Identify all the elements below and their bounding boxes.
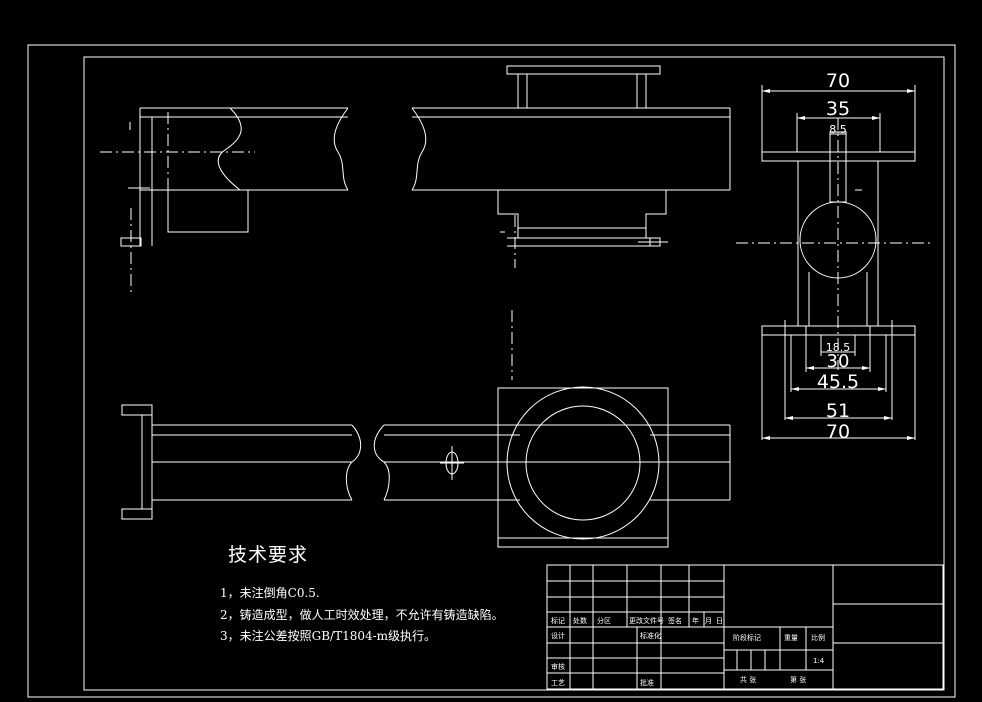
view-top-left	[100, 107, 349, 292]
tb-scale-label: 比例	[811, 633, 825, 642]
tb-process: 工艺	[551, 679, 565, 687]
technical-requirements-title: 技术要求	[228, 544, 309, 566]
tb-design: 设计	[551, 631, 565, 640]
tb-sheet-total: 共 张	[740, 675, 756, 684]
title-block-row-labels: 标记 处数 分区 更改文件号 签名 年 月 日	[551, 616, 723, 625]
tb-scale-value: 1:4	[813, 657, 825, 665]
view-top-middle	[411, 65, 731, 268]
tb-label: 标记	[551, 616, 565, 625]
view-right	[736, 85, 930, 440]
outer-border	[27, 44, 956, 698]
dim-bottom-1: 18.5	[826, 341, 851, 354]
tb-review: 审核	[551, 662, 565, 671]
tb-approve: 批准	[640, 678, 654, 687]
view-bottom	[121, 310, 731, 548]
dim-bottom-3: 45.5	[817, 371, 859, 393]
tb-standardize: 标准化	[640, 631, 661, 640]
tb-sheet-no: 第 张	[790, 675, 806, 684]
tb-weight: 重量	[784, 634, 798, 642]
dim-bottom-5: 70	[826, 421, 850, 443]
dimension-arrows	[762, 89, 915, 440]
tb-label: 月	[705, 617, 712, 625]
dim-bottom-2: 30	[827, 351, 850, 372]
inner-border	[83, 56, 945, 691]
title-block	[546, 564, 944, 690]
technical-requirement-item: 2，铸造成型，做人工时效处理，不允许有铸造缺陷。	[220, 608, 504, 622]
tb-label: 日	[716, 617, 723, 625]
dim-top-inner: 35	[826, 98, 850, 120]
technical-requirement-item: 1，未注倒角C0.5.	[220, 586, 320, 600]
dim-bottom-4: 51	[826, 400, 850, 422]
tb-label: 处数	[573, 616, 587, 625]
technical-requirement-item: 3，未注公差按照GB/T1804-m级执行。	[220, 629, 437, 643]
tb-stage-mark: 阶段标记	[733, 633, 761, 642]
tb-label: 签名	[668, 616, 682, 625]
tb-label: 更改文件号	[629, 616, 664, 625]
tb-label: 分区	[597, 616, 611, 625]
dim-slot: 8.5	[829, 123, 847, 136]
tb-label: 年	[692, 616, 699, 625]
dim-top-outer: 70	[826, 70, 850, 92]
